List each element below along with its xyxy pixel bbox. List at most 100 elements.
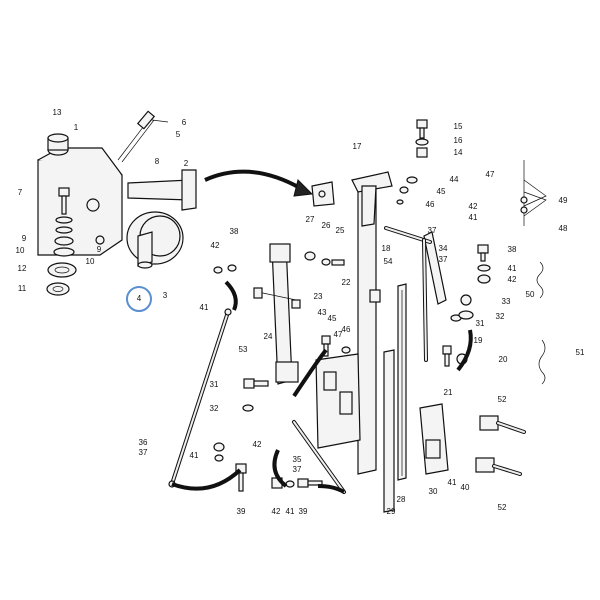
clamp-52-top: [479, 415, 526, 434]
label-3: 3: [163, 291, 168, 300]
rod-35: [292, 420, 346, 494]
top-bracket: [311, 176, 418, 207]
label-32b: 32: [496, 312, 505, 321]
arrow-head-top: [293, 179, 314, 197]
shaft-2: [127, 169, 197, 211]
nut-33: [460, 294, 472, 306]
label-22: 22: [342, 278, 351, 287]
label-37c: 37: [428, 226, 437, 235]
label-9b: 9: [97, 245, 102, 254]
label-17: 17: [353, 142, 362, 151]
label-28: 28: [397, 495, 406, 504]
washer-42-left: [213, 442, 225, 452]
label-33: 33: [502, 297, 511, 306]
label-38b: 38: [508, 245, 517, 254]
bearing-11: [46, 282, 70, 296]
label-32a: 32: [210, 404, 219, 413]
label-35: 35: [293, 455, 302, 464]
label-41a: 41: [200, 303, 209, 312]
nut-41-right: [477, 264, 491, 284]
bracket-plate: [315, 353, 361, 449]
label-34: 34: [439, 244, 448, 253]
lever-34: [384, 226, 447, 305]
label-37: 37: [439, 255, 448, 264]
label-41c: 41: [286, 507, 295, 516]
label-54: 54: [384, 257, 393, 266]
label-2: 2: [184, 159, 189, 168]
pulley-3: [126, 211, 184, 269]
label-39b: 39: [299, 507, 308, 516]
label-44: 44: [450, 175, 459, 184]
label-25: 25: [336, 226, 345, 235]
label-29: 29: [387, 507, 396, 516]
label-31a: 31: [210, 380, 219, 389]
bearing-12: [47, 262, 77, 278]
callout-labels: 13 1 6 5 8 2 7 9 10 9 10 12 11 3 4 42 38…: [16, 108, 585, 516]
label-7: 7: [18, 188, 23, 197]
label-10a: 10: [16, 246, 25, 255]
bracket-30: [419, 403, 449, 475]
label-37b: 37: [293, 465, 302, 474]
arrow-curve-center: [292, 348, 328, 398]
label-30: 30: [429, 487, 438, 496]
label-36: 36: [139, 438, 148, 447]
link-53: [253, 243, 301, 385]
label-4: 4: [137, 294, 142, 303]
highlight-ring: [126, 286, 152, 312]
label-5: 5: [176, 130, 181, 139]
label-39a: 39: [237, 507, 246, 516]
label-20: 20: [499, 355, 508, 364]
cable-assembly: [117, 110, 169, 163]
label-24: 24: [264, 332, 273, 341]
label-46b: 46: [426, 200, 435, 209]
bolt-15: [415, 119, 429, 158]
label-16: 16: [454, 136, 463, 145]
gearbox-housing: [37, 133, 123, 256]
column-28: [397, 283, 407, 481]
label-23: 23: [314, 292, 323, 301]
label-52a: 52: [498, 395, 507, 404]
label-42b: 42: [253, 440, 262, 449]
label-42c: 42: [272, 507, 281, 516]
label-42e: 42: [508, 275, 517, 284]
label-26: 26: [322, 221, 331, 230]
label-37a: 37: [139, 448, 148, 457]
small-parts-25-26-27: [304, 251, 345, 266]
washer-32-right: [458, 310, 474, 320]
label-46a: 46: [342, 325, 351, 334]
cable-47: [520, 160, 547, 226]
pin-set-42: [213, 264, 237, 274]
label-9a: 9: [22, 234, 27, 243]
label-8: 8: [155, 157, 160, 166]
arrow-curve-right: [456, 329, 473, 372]
label-31b: 31: [476, 319, 485, 328]
spring-50: [536, 261, 544, 299]
rod-36: [168, 308, 232, 488]
label-53: 53: [239, 345, 248, 354]
label-49: 49: [559, 196, 568, 205]
label-41d: 41: [469, 213, 478, 222]
label-21: 21: [444, 388, 453, 397]
clamp-52-bottom: [475, 457, 522, 476]
label-45b: 45: [437, 187, 446, 196]
label-40: 40: [461, 483, 470, 492]
label-42a: 42: [211, 241, 220, 250]
bolt-7: [53, 187, 75, 257]
arrow-curve-upper-left: [224, 280, 238, 311]
label-47r: 47: [486, 170, 495, 179]
label-41f: 41: [448, 478, 457, 487]
arrow-curve-mid: [272, 449, 288, 488]
label-18: 18: [382, 244, 391, 253]
label-14: 14: [454, 148, 463, 157]
rod-54: [422, 238, 428, 362]
label-48: 48: [559, 224, 568, 233]
label-50: 50: [526, 290, 535, 299]
label-12: 12: [18, 264, 27, 273]
label-27: 27: [306, 215, 315, 224]
screw-31-left: [243, 378, 269, 389]
label-43: 43: [318, 308, 327, 317]
direction-arrow-top: [204, 169, 301, 190]
label-15: 15: [454, 122, 463, 131]
label-6: 6: [182, 118, 187, 127]
